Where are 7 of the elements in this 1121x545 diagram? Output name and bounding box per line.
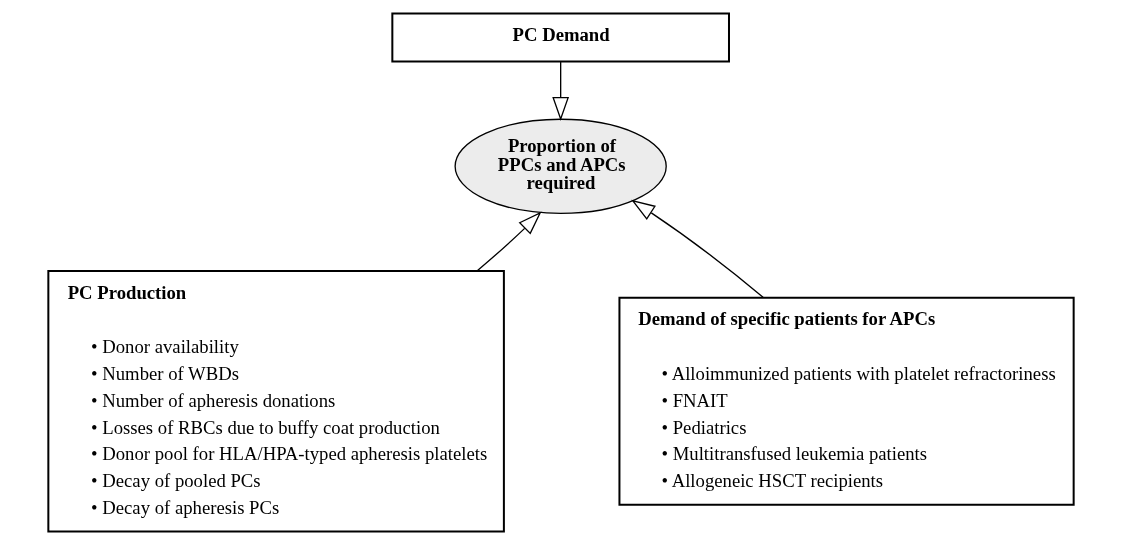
- node-ellipse: Proportion of PPCs and APCs required: [453, 118, 667, 214]
- arrow: [476, 211, 542, 272]
- node-box: PC Production • Donor availability • Number of WBDs • Number of apheresis donations • Losses of RBCs due to buffy coat production • Donor pool for HLA/HPA-typed apheresis platelets • Decay of pooled PCs • Decay of apheresis PCs: [46, 269, 505, 533]
- node-box: Demand of specific patients for APCs • Alloimmunized patients with platelet refractoriness • FNAIT • Pediatrics • Multitransfused leukemia patients • Allogeneic HSCT recipients: [617, 296, 1075, 506]
- arrow: [630, 199, 764, 298]
- arrow: [551, 61, 569, 122]
- node-box: PC Demand: [390, 12, 730, 63]
